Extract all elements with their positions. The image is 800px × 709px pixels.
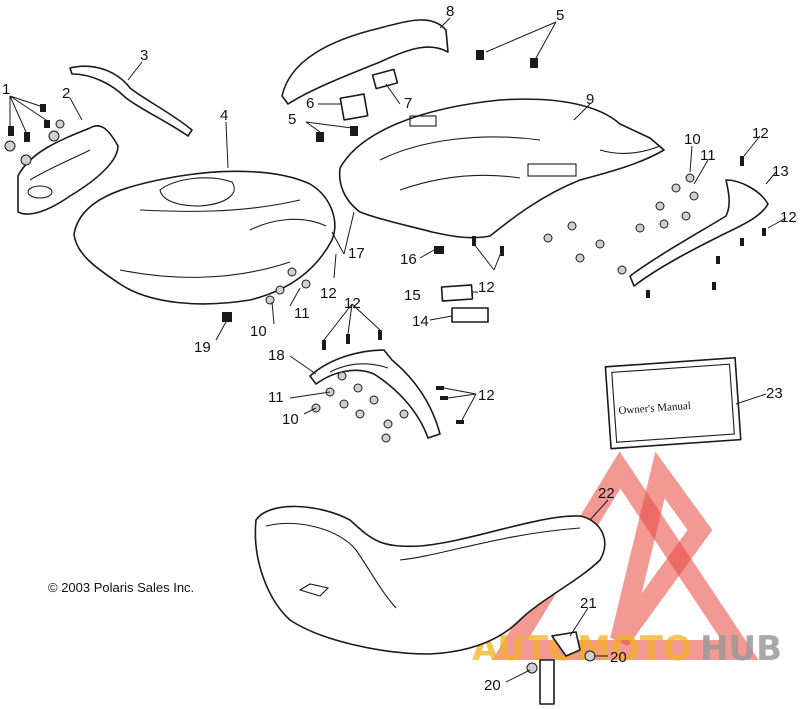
part-22-seat (254, 505, 606, 655)
label-13: 13 (772, 163, 789, 180)
label-6: 6 (306, 95, 314, 112)
part-9-rear-fender (338, 98, 665, 239)
fastener-nuts (265, 173, 699, 443)
label-3: 3 (140, 47, 148, 64)
label-16: 16 (400, 251, 417, 268)
leader-lines (9, 17, 787, 683)
part-19-bolt (222, 312, 232, 322)
label-12b: 12 (780, 209, 797, 226)
label-12a: 12 (752, 125, 769, 142)
watermark-brand-part2: HUB (700, 629, 782, 669)
label-20b: 20 (610, 649, 627, 666)
part-labels: 1 2 3 4 5 5 6 7 8 9 10 10 10 11 11 11 12… (2, 3, 797, 694)
label-11c: 11 (268, 389, 284, 406)
label-9: 9 (586, 91, 594, 108)
label-15: 15 (404, 287, 421, 304)
part-7-bracket (371, 68, 399, 90)
part-8-rear-piece (281, 19, 449, 105)
part-3-strap (69, 65, 193, 137)
label-2: 2 (62, 85, 70, 102)
label-10c: 10 (282, 411, 299, 428)
label-18: 18 (268, 347, 285, 364)
label-19: 19 (194, 339, 211, 356)
part-4-front-fender (73, 170, 336, 305)
part-13-side-panel (629, 179, 769, 287)
part-16-bolt (434, 246, 444, 254)
part-21-seat-latch (526, 631, 596, 705)
label-21: 21 (580, 595, 597, 612)
label-22: 22 (598, 485, 615, 502)
watermark-brand-part1: AUTOMOTO (472, 629, 692, 669)
label-11a: 11 (700, 147, 716, 164)
label-10b: 10 (250, 323, 267, 340)
label-8: 8 (446, 3, 454, 20)
fastener-screws (322, 156, 766, 424)
label-12e: 12 (344, 295, 361, 312)
part-14-plate (451, 307, 489, 323)
label-7: 7 (404, 95, 412, 112)
label-12c: 12 (478, 279, 495, 296)
part-2-front-cover (17, 124, 119, 215)
label-5a: 5 (556, 7, 564, 24)
label-23: 23 (766, 385, 783, 402)
part-15-plate (440, 284, 474, 302)
label-14: 14 (412, 313, 429, 330)
label-5b: 5 (288, 111, 296, 128)
watermark-triangle-inner (610, 451, 713, 646)
label-4: 4 (220, 107, 228, 124)
part-23-owners-manual: Owner's Manual (604, 356, 742, 450)
part-1-fasteners (4, 104, 65, 166)
copyright-notice: © 2003 Polaris Sales Inc. (48, 580, 194, 595)
part-6-bracket (339, 93, 369, 121)
part-18-mud-guard (309, 349, 441, 439)
label-20a: 20 (484, 677, 501, 694)
label-1: 1 (2, 81, 10, 98)
label-12f: 12 (478, 387, 495, 404)
label-11b: 11 (294, 305, 310, 322)
part-5-bolts (316, 50, 538, 142)
label-12d: 12 (320, 285, 337, 302)
label-17: 17 (348, 245, 365, 262)
label-10a: 10 (684, 131, 701, 148)
manual-title: Owner's Manual (618, 400, 691, 417)
